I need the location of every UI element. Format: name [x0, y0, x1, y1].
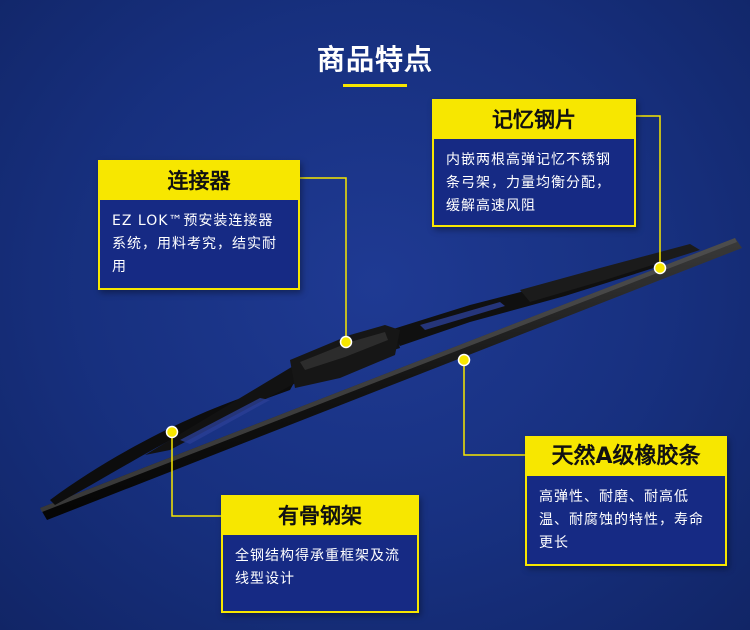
title-underline — [343, 84, 407, 87]
feature-card-rubber-strip: 天然A级橡胶条 高弹性、耐磨、耐高低温、耐腐蚀的特性，寿命更长 — [525, 436, 727, 566]
feature-card-connector: 连接器 EZ LOK™预安装连接器系统，用料考究，结实耐用 — [98, 160, 300, 290]
callout-dots — [165, 261, 667, 439]
feature-card-memory-steel: 记忆钢片 内嵌两根高弹记忆不锈钢条弓架，力量均衡分配，缓解高速风阻 — [432, 99, 636, 227]
feature-desc-memory-steel: 内嵌两根高弹记忆不锈钢条弓架，力量均衡分配，缓解高速风阻 — [446, 152, 611, 214]
rubber-strip — [40, 238, 742, 520]
feature-title-memory-steel: 记忆钢片 — [434, 101, 634, 139]
feature-title-connector: 连接器 — [100, 162, 298, 200]
page-title: 商品特点 — [316, 43, 433, 76]
feature-title-steel-frame: 有骨钢架 — [223, 497, 417, 535]
feature-desc-steel-frame: 全钢结构得承重框架及流线型设计 — [235, 548, 400, 587]
feature-card-steel-frame: 有骨钢架 全钢结构得承重框架及流线型设计 — [221, 495, 419, 613]
feature-desc-connector: EZ LOK™预安装连接器系统，用料考究，结实耐用 — [112, 213, 277, 275]
connector-block — [290, 325, 400, 388]
feature-title-rubber-strip: 天然A级橡胶条 — [527, 438, 725, 476]
callout-lines — [171, 115, 661, 517]
feature-desc-rubber-strip: 高弹性、耐磨、耐高低温、耐腐蚀的特性，寿命更长 — [539, 489, 704, 551]
